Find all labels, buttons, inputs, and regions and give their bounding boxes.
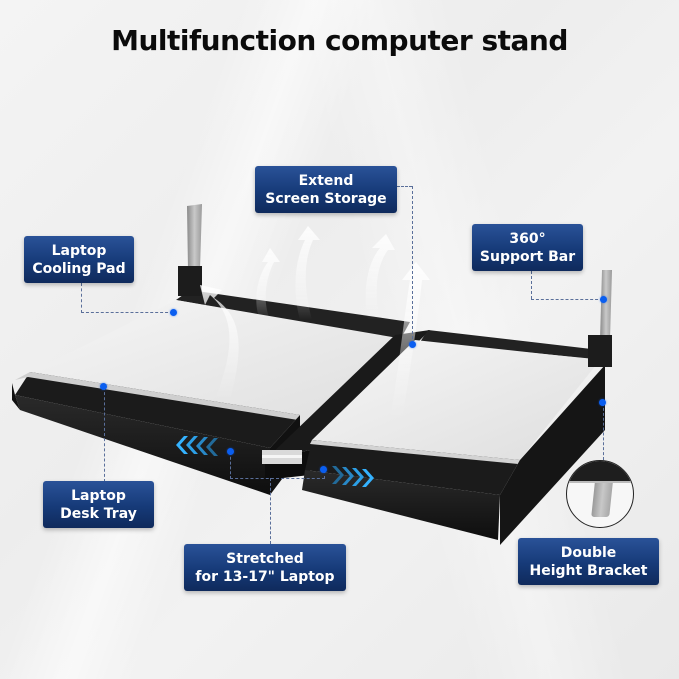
callout-dot-icon (170, 309, 177, 316)
label-double-height-bracket: Double Height Bracket (518, 538, 659, 585)
label-line: 360° (509, 230, 546, 247)
callout-line-cooling-pad (81, 283, 82, 313)
callout-line-desk-tray (104, 387, 105, 482)
callout-line-support-bar (531, 299, 603, 300)
callout-line-stretched (324, 470, 325, 479)
label-line: Height Bracket (529, 562, 648, 579)
label-line: Laptop (71, 487, 126, 504)
chevron-left-icon (176, 436, 218, 456)
label-laptop-desk-tray: Laptop Desk Tray (43, 481, 154, 528)
label-line: for 13-17" Laptop (195, 568, 335, 585)
left-tray (12, 290, 410, 495)
label-line: Desk Tray (60, 505, 137, 522)
middle-rail (262, 330, 430, 480)
callout-line-cooling-pad (81, 312, 173, 313)
left-support-bar (178, 204, 202, 296)
label-line: Support Bar (479, 248, 576, 265)
label-line: Stretched (226, 550, 304, 567)
label-extend-screen-storage: Extend Screen Storage (255, 166, 397, 213)
callout-line-support-bar (531, 271, 532, 299)
right-support-bar (588, 270, 612, 367)
callout-dot-icon (409, 341, 416, 348)
callout-line-screen-storage (412, 186, 413, 344)
callout-line-stretched (230, 452, 231, 479)
page-title: Multifunction computer stand (111, 24, 568, 57)
callout-line-stretched (230, 478, 325, 479)
label-360-support-bar: 360° Support Bar (472, 224, 583, 271)
label-line: Extend (298, 172, 354, 189)
callout-dot-icon (100, 383, 107, 390)
inset-bracket (591, 483, 613, 517)
label-line: Cooling Pad (32, 260, 126, 277)
label-line: Laptop (51, 242, 107, 259)
callout-dot-icon (599, 399, 606, 406)
height-bracket-detail-inset (566, 460, 634, 528)
label-line: Double (560, 544, 617, 561)
chevron-right-icon (332, 466, 374, 487)
right-tray (302, 330, 605, 545)
label-line: Screen Storage (265, 190, 387, 207)
label-laptop-cooling-pad: Laptop Cooling Pad (24, 236, 134, 283)
callout-dot-icon (320, 466, 327, 473)
callout-dot-icon (600, 296, 607, 303)
inset-stand-trim (567, 481, 633, 483)
label-stretched-13-17-laptop: Stretched for 13-17" Laptop (184, 544, 346, 591)
callout-line-height-bracket (603, 403, 604, 460)
callout-line-stretched (270, 478, 271, 544)
callout-line-screen-storage (397, 186, 412, 187)
callout-dot-icon (227, 448, 234, 455)
inset-stand-edge (567, 461, 633, 481)
